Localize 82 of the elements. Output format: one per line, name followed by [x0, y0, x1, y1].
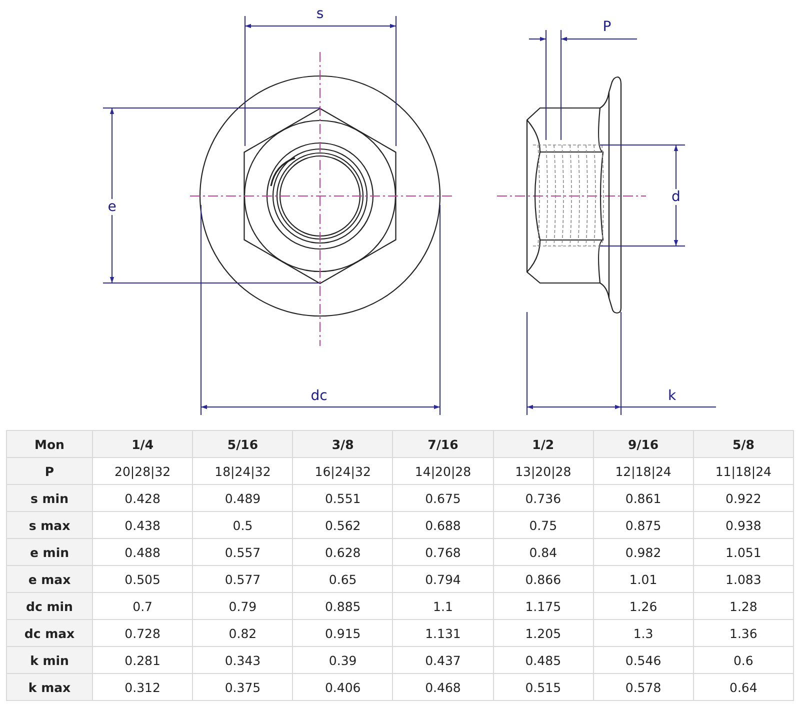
row-header: dc min [6, 592, 92, 620]
table-cell: 0.5 [192, 512, 293, 538]
table-cell: 0.938 [693, 512, 794, 538]
table-cell: 0.343 [192, 646, 293, 674]
table-cell: 0.875 [593, 512, 694, 538]
table-cell: 1.26 [593, 592, 694, 620]
table-cell: 1.36 [693, 620, 794, 646]
table-cell: 0.312 [92, 674, 193, 700]
row-header: e min [6, 538, 92, 566]
table-cell: 0.866 [493, 566, 594, 592]
table-cell: 0.915 [292, 620, 393, 646]
table-cell: 0.562 [292, 512, 393, 538]
table-cell: 0.794 [392, 566, 494, 592]
table-cell: 0.84 [493, 538, 594, 566]
table-cell: 0.64 [693, 674, 794, 700]
column-header: 1/2 [493, 430, 594, 458]
table-cell: 16|24|32 [292, 458, 393, 484]
table-cell: 1.01 [593, 566, 694, 592]
column-header: 9/16 [593, 430, 694, 458]
table-cell: 0.736 [493, 484, 594, 512]
column-header: 5/16 [192, 430, 293, 458]
table-cell: 13|20|28 [493, 458, 594, 484]
table-cell: 0.406 [292, 674, 393, 700]
row-header: s max [6, 512, 92, 538]
table-cell: 0.557 [192, 538, 293, 566]
column-header: 5/8 [693, 430, 794, 458]
table-cell: 0.768 [392, 538, 494, 566]
table-cell: 0.6 [693, 646, 794, 674]
table-cell: 18|24|32 [192, 458, 293, 484]
table-cell: 0.922 [693, 484, 794, 512]
table-cell: 12|18|24 [593, 458, 694, 484]
table-cell: 0.438 [92, 512, 193, 538]
column-header: 7/16 [392, 430, 494, 458]
table-cell: 0.505 [92, 566, 193, 592]
row-header: k max [6, 674, 92, 700]
table-cell: 0.489 [192, 484, 293, 512]
table-cell: 0.688 [392, 512, 494, 538]
table-cell: 0.468 [392, 674, 494, 700]
row-header: dc max [6, 620, 92, 646]
row-header: e max [6, 566, 92, 592]
table-cell: 0.675 [392, 484, 494, 512]
table-cell: 0.7 [92, 592, 193, 620]
dimension-label: e [106, 199, 118, 215]
table-cell: 0.428 [92, 484, 193, 512]
table-cell: 11|18|24 [693, 458, 794, 484]
table-cell: 0.281 [92, 646, 193, 674]
table-cell: 0.982 [593, 538, 694, 566]
table-cell: 1.1 [392, 592, 494, 620]
table-cell: 0.628 [292, 538, 393, 566]
row-header: k min [6, 646, 92, 674]
table-cell: 1.205 [493, 620, 594, 646]
row-header: s min [6, 484, 92, 512]
table-cell: 0.375 [192, 674, 293, 700]
table-cell: 0.488 [92, 538, 193, 566]
table-cell: 0.728 [92, 620, 193, 646]
table-cell: 0.546 [593, 646, 694, 674]
table-cell: 0.577 [192, 566, 293, 592]
table-cell: 0.437 [392, 646, 494, 674]
row-header: P [6, 458, 92, 484]
table-cell: 0.79 [192, 592, 293, 620]
table-cell: 0.82 [192, 620, 293, 646]
table-cell: 0.861 [593, 484, 694, 512]
table-cell: 14|20|28 [392, 458, 494, 484]
table-cell: 1.3 [593, 620, 694, 646]
column-header: Mon [6, 430, 92, 458]
column-header: 1/4 [92, 430, 193, 458]
dimension-label: d [670, 189, 682, 205]
table-cell: 1.051 [693, 538, 794, 566]
table-cell: 0.75 [493, 512, 594, 538]
table-cell: 0.885 [292, 592, 393, 620]
table-cell: 0.551 [292, 484, 393, 512]
table-cell: 0.578 [593, 674, 694, 700]
table-cell: 20|28|32 [92, 458, 193, 484]
table-cell: 1.175 [493, 592, 594, 620]
column-header: 3/8 [292, 430, 393, 458]
table-cell: 1.131 [392, 620, 494, 646]
table-cell: 1.083 [693, 566, 794, 592]
table-cell: 1.28 [693, 592, 794, 620]
table-cell: 0.515 [493, 674, 594, 700]
table-cell: 0.65 [292, 566, 393, 592]
table-cell: 0.39 [292, 646, 393, 674]
table-cell: 0.485 [493, 646, 594, 674]
